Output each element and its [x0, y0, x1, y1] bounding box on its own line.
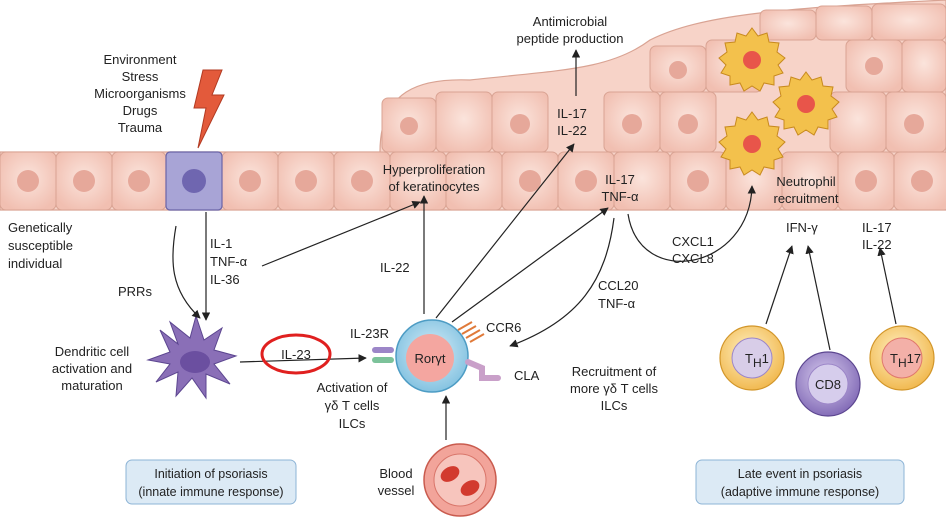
recruitment-line2: more γδ T cells — [570, 381, 658, 396]
tnf-alpha-label: TNF-α — [210, 254, 248, 269]
neutrophils — [718, 27, 840, 176]
ccl20-tnf-label: TNF-α — [598, 296, 636, 311]
arrow-cd8-ifng — [805, 245, 831, 351]
genetic-line3: individual — [8, 256, 62, 271]
blood-vessel — [423, 443, 497, 517]
arrow-th17-il17 — [877, 247, 897, 325]
il22-top-label: IL-22 — [557, 123, 587, 138]
cd8-label: CD8 — [815, 377, 841, 392]
dendritic-cell — [146, 314, 238, 400]
blood-line2: vessel — [378, 483, 415, 498]
neutrophil-line1: Neutrophil — [776, 174, 835, 189]
suprabasal-nuclei — [400, 57, 924, 135]
environment-line1: Environment — [104, 52, 177, 67]
arrow-ccl20 — [509, 217, 615, 348]
il22-mid-label: IL-22 — [380, 260, 410, 275]
arrow-il23 — [239, 354, 367, 363]
arrow-th1-ifng — [765, 245, 794, 325]
late-line2: (adaptive immune response) — [721, 485, 879, 499]
activated-keratinocyte — [165, 151, 223, 211]
neutrophil-3 — [718, 111, 786, 176]
basal-nuclei — [17, 170, 933, 192]
dendritic-line1: Dendritic cell — [55, 344, 130, 359]
neutrophil-1 — [718, 27, 786, 92]
dendritic-line2: activation and — [52, 361, 132, 376]
th17-cell — [869, 325, 935, 391]
il23-label: IL-23 — [281, 347, 311, 362]
recruitment-line3: ILCs — [601, 398, 628, 413]
initiation-line2: (innate immune response) — [138, 485, 283, 499]
environment-line4: Drugs — [123, 103, 158, 118]
environment-label: Environment Stress Microorganisms Drugs … — [94, 52, 186, 135]
genetic-line2: susceptible — [8, 238, 73, 253]
il17-top-label: IL-17 — [557, 106, 587, 121]
th1-cell — [719, 325, 785, 391]
blood-line1: Blood — [379, 466, 412, 481]
ifng-label: IFN-γ — [786, 220, 818, 235]
genetic-line1: Genetically — [8, 220, 73, 235]
prrs-label: PRRs — [118, 284, 152, 299]
arrow-il17-tnf — [451, 207, 609, 323]
dendritic-line3: maturation — [61, 378, 122, 393]
activation-line1: Activation of — [317, 380, 388, 395]
tnf-mid-label: TNF-α — [601, 189, 639, 204]
il23-highlight-ring — [260, 333, 332, 375]
arrow-il17-il22 — [435, 143, 575, 319]
initiation-box: Initiation of psoriasis (innate immune r… — [125, 459, 297, 505]
ccl20-label: CCL20 — [598, 278, 638, 293]
suprabasal-keratinocytes — [381, 3, 946, 153]
activation-line3: ILCs — [339, 416, 366, 431]
hyper-line1: Hyperproliferation — [383, 162, 486, 177]
il22-right-label: IL-22 — [862, 237, 892, 252]
neutrophil-2 — [772, 71, 840, 136]
cxcl1-label: CXCL1 — [672, 234, 714, 249]
environment-line5: Trauma — [118, 120, 163, 135]
rorgt-label: Rorγt — [414, 351, 445, 366]
th17-label: TH17 — [890, 351, 921, 370]
environment-line2: Stress — [122, 69, 159, 84]
pathway-arrows — [172, 49, 897, 440]
arrow-cxcl — [627, 185, 757, 262]
il1-label: IL-1 — [210, 236, 232, 251]
il36-label: IL-36 — [210, 272, 240, 287]
il17-mid-label: IL-17 — [605, 172, 635, 187]
arrow-prrs — [172, 225, 201, 319]
hyper-line2: of keratinocytes — [388, 179, 480, 194]
environment-line3: Microorganisms — [94, 86, 186, 101]
ccr6-label: CCR6 — [486, 320, 521, 335]
late-event-box: Late event in psoriasis (adaptive immune… — [695, 459, 905, 505]
antimicrobial-line2: peptide production — [517, 31, 624, 46]
neutrophil-line2: recruitment — [773, 191, 838, 206]
cla-label: CLA — [514, 368, 540, 383]
initiation-line1: Initiation of psoriasis — [154, 467, 267, 481]
activation-line2: γδ T cells — [325, 398, 380, 413]
cd8-cell — [795, 351, 861, 417]
il17-right-label: IL-17 — [862, 220, 892, 235]
il23r-label: IL-23R — [350, 326, 389, 341]
lightning-icon — [193, 69, 225, 149]
cxcl8-label: CXCL8 — [672, 251, 714, 266]
arrow-il1-to-hyper — [261, 200, 421, 267]
th1-label: TH1 — [745, 351, 769, 370]
late-line1: Late event in psoriasis — [738, 467, 862, 481]
antimicrobial-line1: Antimicrobial — [533, 14, 608, 29]
gamma-delta-t-cell — [372, 319, 501, 393]
recruitment-line1: Recruitment of — [572, 364, 657, 379]
